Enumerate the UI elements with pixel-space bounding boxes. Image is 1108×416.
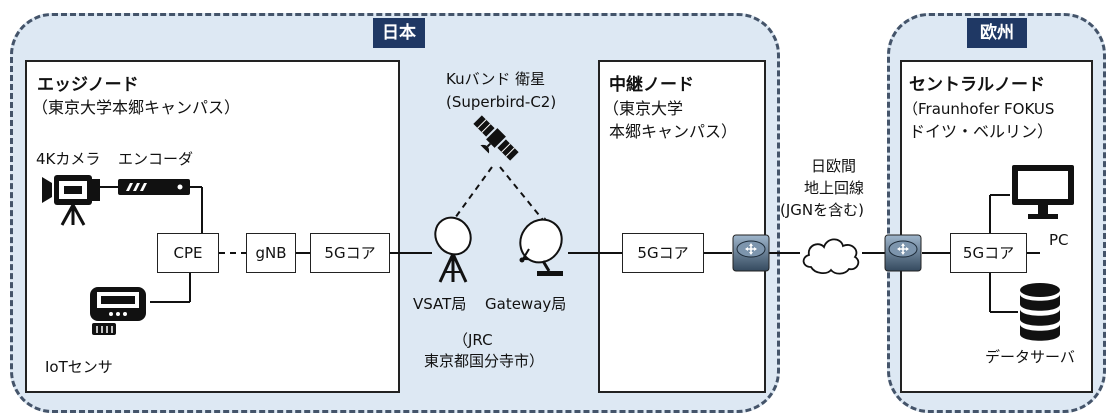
gateway-dish-icon	[519, 217, 563, 276]
jrc-location-line2: 東京都国分寺市）	[424, 352, 545, 370]
japan-region-label: 日本	[373, 18, 425, 48]
vsat-antenna-icon	[434, 216, 472, 283]
relay-node-subtitle-line1: （東京大学	[603, 99, 684, 118]
video-camera-icon	[42, 175, 100, 226]
backbone-label-line2: 地上回線	[804, 179, 865, 197]
router-icon	[732, 234, 770, 272]
edge-node-title: エッジノード	[37, 75, 139, 95]
relay-node-box	[598, 60, 766, 393]
backbone-label-line1: 日欧間	[811, 157, 857, 175]
jrc-location-line1: （JRC	[453, 331, 493, 349]
backbone-label-line3: (JGNを含む)	[780, 201, 864, 219]
encoder-label: エンコーダ	[118, 150, 194, 168]
iot-sensor-label: IoTセンサ	[45, 358, 113, 376]
camera-label: 4Kカメラ	[36, 150, 101, 168]
pc-label: PC	[1049, 231, 1069, 249]
iot-sensor-icon	[90, 287, 146, 335]
gateway-label: Gateway局	[485, 295, 567, 313]
satellite-icon	[473, 115, 519, 161]
satellite-label: Kuバンド 衛星	[446, 70, 546, 88]
cpe-box: CPE	[157, 233, 219, 273]
gnb-box: gNB	[246, 233, 296, 273]
edge-node-subtitle: （東京大学本郷キャンパス）	[32, 98, 241, 117]
cloud-icon	[802, 238, 860, 275]
central-node-box	[900, 60, 1093, 393]
relay-node-title: 中継ノード	[609, 75, 694, 95]
central-node-subtitle-line2: ドイツ・ベルリン）	[909, 122, 1054, 141]
edge-5g-core-box: 5Gコア	[310, 233, 390, 273]
database-icon	[1020, 283, 1060, 341]
edge-node-box	[25, 60, 400, 393]
satellite-name: (Superbird-C2)	[446, 93, 557, 111]
encoder-icon	[118, 179, 190, 195]
central-node-title: セントラルノード	[909, 75, 1045, 95]
relay-node-subtitle-line2: 本郷キャンパス）	[609, 122, 738, 141]
monitor-icon	[1012, 165, 1074, 219]
relay-5g-core-box: 5Gコア	[622, 233, 704, 273]
vsat-label: VSAT局	[413, 295, 467, 313]
central-node-subtitle-line1: （Fraunhofer FOKUS	[903, 100, 1055, 118]
data-server-label: データサーバ	[985, 348, 1075, 366]
router-icon	[884, 234, 922, 272]
europe-region-label: 欧州	[967, 18, 1027, 48]
central-5g-core-box: 5Gコア	[950, 233, 1027, 273]
